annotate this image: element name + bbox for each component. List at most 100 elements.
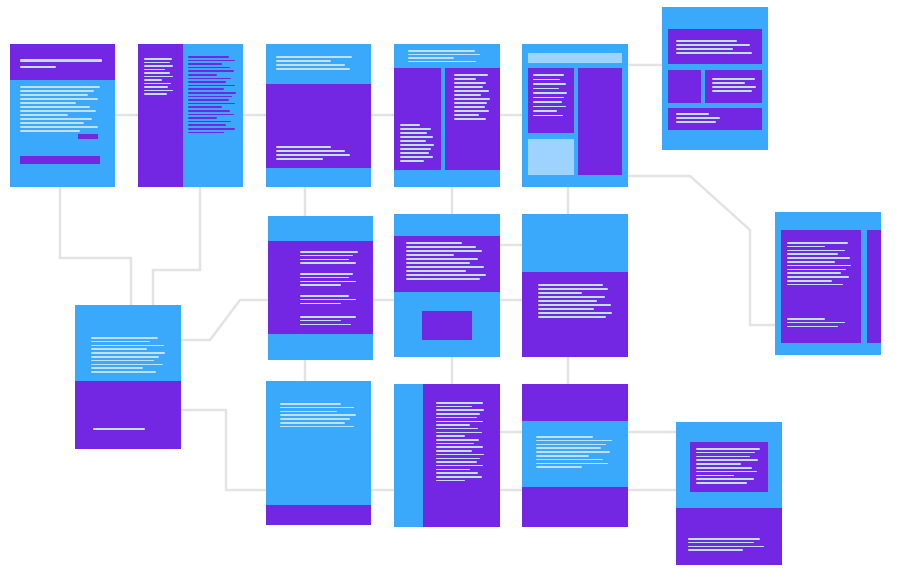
text-line — [188, 74, 217, 76]
text-line — [408, 50, 475, 52]
text-line — [276, 150, 345, 152]
page-header — [10, 44, 115, 80]
text-line — [276, 154, 350, 156]
text-line — [696, 463, 741, 465]
text-line — [20, 86, 100, 88]
text-line — [787, 268, 846, 271]
text-line — [406, 246, 476, 248]
text-line — [300, 258, 349, 261]
text-line — [787, 272, 841, 274]
text-line — [188, 56, 229, 58]
text-line — [787, 321, 845, 324]
text-line — [536, 455, 589, 457]
text-line — [538, 288, 608, 290]
image-placeholder — [528, 139, 574, 175]
text-line — [280, 414, 356, 416]
text-line — [20, 102, 76, 104]
text-line — [436, 442, 474, 445]
page-thumbnail — [522, 384, 628, 527]
text-line — [536, 466, 582, 468]
text-line — [533, 110, 557, 112]
text-line — [676, 121, 716, 123]
text-line — [533, 92, 567, 94]
text-line — [436, 446, 483, 448]
text-line — [91, 340, 150, 343]
text-line — [91, 359, 154, 362]
text-line — [300, 298, 356, 301]
small-button — [78, 134, 98, 139]
text-line — [696, 455, 750, 458]
content-panel — [75, 381, 181, 449]
text-line — [300, 302, 341, 305]
text-line — [436, 435, 465, 437]
text-line — [188, 66, 230, 69]
text-line — [276, 56, 352, 58]
text-line — [144, 93, 167, 95]
text-line — [787, 264, 851, 267]
text-line — [188, 131, 224, 134]
page-thumbnail — [268, 216, 373, 360]
header-panel — [522, 384, 628, 421]
text-line — [696, 451, 755, 454]
text-line — [91, 348, 147, 350]
footer-panel — [668, 108, 762, 130]
text-line — [436, 424, 470, 426]
text-line — [676, 52, 752, 54]
text-line — [436, 409, 484, 411]
page-thumbnail — [10, 44, 115, 187]
text-line — [188, 106, 222, 108]
text-line — [538, 308, 594, 310]
text-line — [688, 549, 743, 551]
content-panel — [268, 241, 373, 334]
text-line — [436, 416, 477, 419]
text-line — [20, 90, 94, 92]
text-line — [436, 464, 483, 467]
text-line — [533, 87, 559, 89]
text-line — [536, 462, 608, 465]
text-line — [20, 98, 98, 100]
text-line — [787, 276, 849, 278]
text-line — [696, 448, 760, 450]
connector-line — [181, 298, 268, 342]
text-line — [538, 304, 611, 306]
main-panel — [781, 230, 861, 343]
text-line — [436, 431, 482, 434]
text-line — [280, 403, 341, 405]
text-line — [188, 88, 224, 90]
header-panel — [668, 29, 762, 64]
text-line — [454, 106, 485, 108]
caption-line — [93, 428, 145, 430]
text-line — [280, 406, 354, 409]
text-line — [406, 258, 478, 260]
text-line — [536, 436, 593, 438]
text-line — [696, 459, 758, 461]
text-line — [408, 53, 480, 55]
text-line — [280, 422, 345, 424]
text-line — [436, 453, 484, 456]
text-line — [188, 102, 235, 105]
text-line — [20, 110, 96, 112]
text-line — [533, 74, 564, 76]
text-line — [787, 318, 825, 320]
text-line — [533, 114, 563, 116]
left-column — [394, 68, 441, 170]
page-thumbnail — [662, 7, 768, 150]
text-line — [533, 83, 566, 85]
text-line — [712, 78, 755, 80]
text-line — [787, 280, 832, 282]
text-line — [688, 538, 760, 540]
text-line — [538, 292, 582, 294]
content-panel — [394, 236, 500, 292]
text-line — [144, 68, 165, 70]
text-line — [454, 102, 487, 104]
text-line — [787, 257, 850, 259]
text-line — [436, 457, 480, 459]
page-thumbnail — [394, 44, 500, 187]
text-line — [538, 296, 605, 298]
text-line — [91, 371, 156, 373]
text-line — [533, 78, 560, 80]
text-line — [280, 418, 350, 420]
text-line — [454, 90, 489, 92]
text-line — [538, 300, 597, 302]
